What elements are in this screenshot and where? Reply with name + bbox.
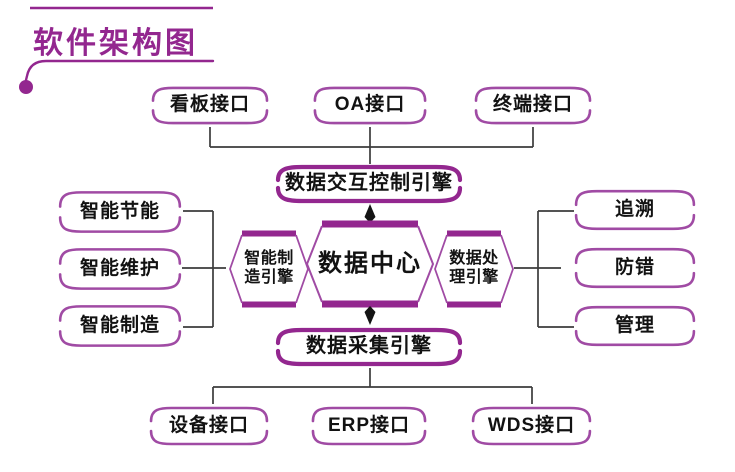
stadium-border-icon xyxy=(150,84,270,127)
node-label: 终端接口 xyxy=(492,94,573,116)
node-label: 数据中心 xyxy=(318,249,422,277)
title-bottom-rule xyxy=(24,59,215,82)
node-label: 数据处理引擎 xyxy=(449,250,499,288)
node-terminal-interface: 终端接口 xyxy=(473,84,593,127)
node-kanban-interface: 看板接口 xyxy=(150,84,270,127)
node-label: 数据采集引擎 xyxy=(306,335,432,358)
node-label: 看板接口 xyxy=(169,94,250,116)
title-dot-icon xyxy=(19,80,33,94)
node-label: 智能维护 xyxy=(79,257,160,279)
node-data-collection-engine: 数据采集引擎 xyxy=(274,326,464,368)
stadium-border-icon xyxy=(57,245,183,293)
node-erp-interface: ERP接口 xyxy=(310,404,428,448)
node-label: 智能节能 xyxy=(79,200,160,222)
engine-border-icon xyxy=(274,163,464,205)
stadium-border-icon xyxy=(310,404,428,448)
stadium-border-icon xyxy=(57,302,183,350)
node-wds-interface: WDS接口 xyxy=(470,404,593,448)
node-label: 智能制造引擎 xyxy=(244,250,294,288)
node-label-line1: 数据处 xyxy=(449,250,499,268)
node-interaction-control-engine: 数据交互控制引擎 xyxy=(274,163,464,205)
stadium-border-icon xyxy=(148,404,270,448)
down-arrow-icon xyxy=(364,306,376,325)
node-label: 智能制造 xyxy=(79,314,160,336)
stadium-border-icon xyxy=(573,187,697,233)
node-label: ERP接口 xyxy=(327,414,411,436)
node-oa-interface: OA接口 xyxy=(312,84,428,127)
stadium-border-icon xyxy=(573,303,697,349)
node-label: 防错 xyxy=(614,256,655,278)
node-intelligent-energy-saving: 智能节能 xyxy=(57,188,183,236)
page-title: 软件架构图 xyxy=(33,27,198,60)
stadium-border-icon xyxy=(470,404,593,448)
engine-border-icon xyxy=(274,326,464,368)
stadium-border-icon xyxy=(473,84,593,127)
stadium-border-icon xyxy=(57,188,183,236)
up-arrow-icon xyxy=(364,204,376,223)
node-data-center: 数据中心 xyxy=(303,220,437,308)
node-label: 设备接口 xyxy=(168,414,249,436)
node-management: 管理 xyxy=(573,303,697,349)
node-label: 管理 xyxy=(614,314,655,336)
node-label-line2: 理引擎 xyxy=(449,269,499,286)
hexagon-border-icon xyxy=(306,220,434,308)
node-traceability: 追溯 xyxy=(573,187,697,233)
node-intelligent-manufacturing-engine: 智能制造引擎 xyxy=(228,230,310,308)
node-label-line1: 智能制 xyxy=(244,250,294,268)
hexagon-border-icon xyxy=(434,230,514,308)
node-intelligent-maintenance: 智能维护 xyxy=(57,245,183,293)
node-intelligent-manufacturing: 智能制造 xyxy=(57,302,183,350)
node-device-interface: 设备接口 xyxy=(148,404,270,448)
stadium-border-icon xyxy=(312,84,428,127)
stadium-border-icon xyxy=(573,245,697,291)
node-error-proofing: 防错 xyxy=(573,245,697,291)
node-label: OA接口 xyxy=(334,94,406,116)
node-label: 追溯 xyxy=(614,198,655,220)
node-data-processing-engine: 数据处理引擎 xyxy=(433,230,515,308)
node-label: WDS接口 xyxy=(487,414,576,436)
node-label: 数据交互控制引擎 xyxy=(285,172,453,195)
node-label-line2: 造引擎 xyxy=(244,269,294,286)
